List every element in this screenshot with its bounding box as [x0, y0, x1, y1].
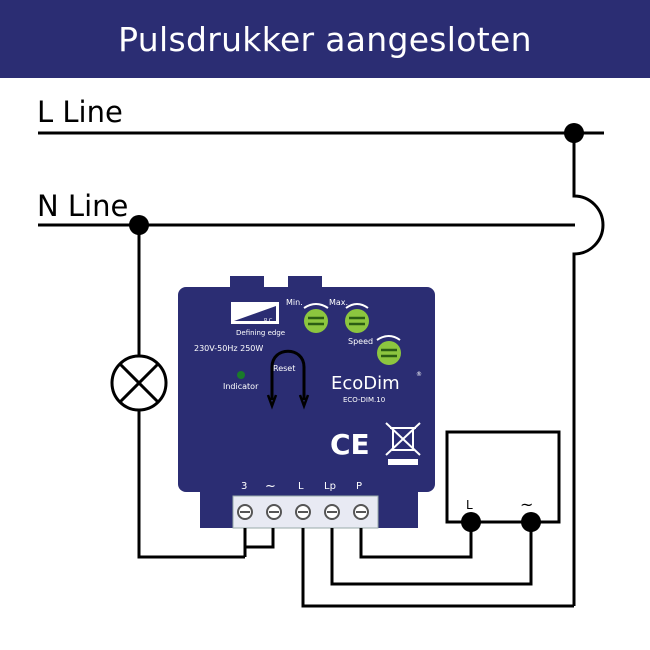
max-knob[interactable]	[345, 309, 369, 333]
reset-label: Reset	[273, 364, 295, 373]
rc-label: R.C	[264, 318, 273, 324]
min-label: Min.	[286, 298, 303, 307]
min-knob[interactable]	[304, 309, 328, 333]
switch-terminal-l-label: L	[466, 498, 473, 512]
model-label: ECO-DIM.10	[343, 396, 385, 404]
page-title: Pulsdrukker aangesloten	[118, 19, 532, 59]
weee-bin-icon	[385, 422, 421, 456]
lamp-icon	[110, 354, 168, 412]
weee-bar	[388, 459, 418, 465]
terminal-label-pulse: ~	[265, 479, 276, 494]
switch-terminal-pulse-label: ~	[520, 495, 533, 514]
terminal-label-l: L	[298, 481, 304, 492]
max-label: Max.	[329, 298, 348, 307]
pulse-switch-box	[445, 430, 561, 524]
brand-logo: EcoDim	[331, 373, 400, 394]
n-line-label: N Line	[37, 189, 128, 223]
l-terminal-wire	[301, 528, 574, 608]
rating-label: 230V-50Hz 250W	[194, 344, 263, 353]
lamp-return-wire	[137, 409, 245, 559]
dimmer-module: R.C Defining edge 230V-50Hz 250W Min. Ma…	[178, 276, 435, 529]
edge-label: Defining edge	[236, 329, 285, 337]
reset-wire-loop[interactable]	[266, 349, 310, 410]
terminal-label-lp: Lp	[324, 481, 336, 492]
p-terminal-wire	[359, 523, 473, 559]
ce-mark: CE	[330, 428, 370, 461]
terminal-bridge-wire	[243, 528, 275, 549]
switch-pulse-dot	[521, 512, 541, 532]
switch-l-dot	[461, 512, 481, 532]
speed-knob[interactable]	[377, 341, 401, 365]
lp-terminal-wire	[330, 523, 533, 586]
l-line-label: L Line	[37, 95, 123, 129]
terminal-label-3: 3	[241, 481, 247, 492]
indicator-led	[237, 371, 245, 379]
header-bar: Pulsdrukker aangesloten	[0, 0, 650, 78]
terminal-label-p: P	[356, 481, 362, 492]
indicator-label: Indicator	[223, 382, 259, 391]
speed-label: Speed	[348, 337, 373, 346]
l-drop-wire	[572, 133, 605, 606]
registered-mark: ®	[416, 371, 422, 378]
n-junction-dot	[129, 215, 149, 235]
l-junction-dot	[564, 123, 584, 143]
